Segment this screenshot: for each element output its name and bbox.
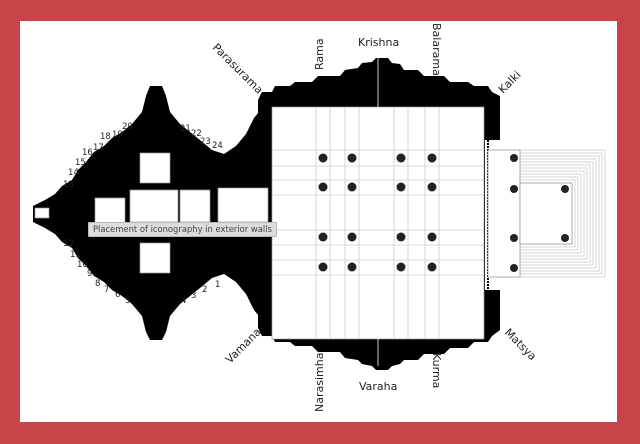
niche-number: 5 — [125, 296, 130, 306]
label-krishna: Krishna — [358, 36, 399, 49]
niche-number: 17 — [93, 143, 104, 153]
label-vamana: Vamana — [223, 325, 264, 366]
mandapa-floor — [271, 106, 485, 340]
niche-number: 8 — [95, 279, 100, 289]
porch — [487, 149, 521, 278]
shrine-rooms — [34, 152, 269, 274]
tooltip: Placement of iconography in exterior wal… — [88, 222, 277, 237]
niche-number: 13 — [63, 180, 74, 190]
niche-number: 14 — [68, 168, 79, 178]
niche-number: 23 — [200, 137, 211, 147]
label-kurma: Kurma — [430, 353, 443, 388]
niche-number: 10 — [77, 260, 88, 270]
label-matsya: Matsya — [502, 326, 539, 363]
niche-number: 6 — [115, 290, 120, 300]
label-varaha: Varaha — [359, 380, 397, 393]
label-rama: Rama — [313, 38, 326, 70]
niche-number: 24 — [212, 141, 223, 151]
niche-number: 22 — [191, 129, 202, 139]
label-kalki: Kalki — [496, 68, 524, 96]
niche-number: 11 — [70, 250, 81, 260]
niche-number: 7 — [104, 285, 109, 295]
niche-number: 12 — [63, 239, 74, 249]
hall-grid — [272, 107, 484, 339]
label-parasurama: Parasurama — [210, 41, 266, 97]
niche-number: 19 — [112, 130, 123, 140]
label-narasimha: Narasimha — [313, 353, 326, 412]
niche-number: 16 — [82, 148, 93, 158]
pillars — [318, 153, 569, 272]
niche-number: 9 — [87, 269, 92, 279]
niche-number: 21 — [180, 124, 191, 134]
niche-number: 4 — [181, 296, 186, 306]
label-balarama: Balarama — [430, 23, 443, 76]
niche-number: 18 — [100, 132, 111, 142]
niche-numbers: 1 2 3 4 5 6 7 8 9 10 11 12 13 14 15 16 1… — [63, 122, 223, 306]
niche-number: 20 — [122, 122, 133, 132]
niche-number: 2 — [202, 285, 207, 295]
niche-number: 15 — [75, 158, 86, 168]
niche-number: 3 — [191, 291, 196, 301]
niche-number: 1 — [215, 280, 220, 290]
